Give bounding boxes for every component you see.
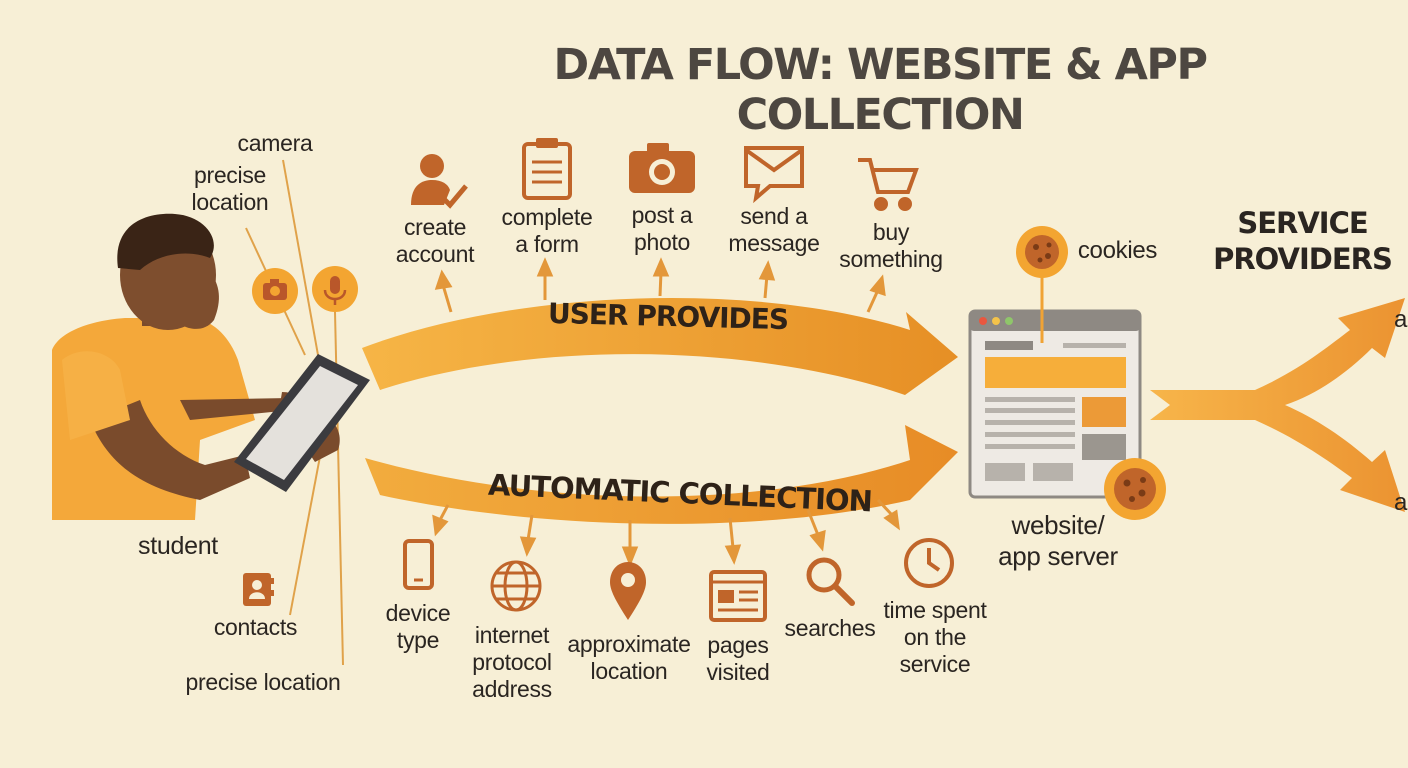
microphone-permission-badge — [312, 266, 358, 312]
branch-label-bottom: a — [1394, 489, 1408, 516]
branch-label-top: a — [1394, 306, 1408, 333]
clock-icon — [904, 538, 954, 588]
cookie-badge-top — [1016, 226, 1068, 278]
searches-label: searches — [784, 615, 876, 641]
smartphone-icon — [403, 539, 434, 590]
browser-page-icon — [709, 570, 767, 622]
cookies-label: cookies — [1077, 237, 1158, 264]
send-message-label: send a message — [728, 203, 820, 256]
pages-visited-label: pages visited — [706, 632, 770, 685]
device-type-label: device type — [385, 600, 451, 653]
cookie-badge-bottom — [1104, 458, 1166, 520]
clipboard-form-icon — [522, 138, 572, 200]
user-provides-arrow — [362, 298, 958, 395]
automatic-item-arrows — [432, 498, 900, 568]
precise-location-permission-label: precise location — [191, 162, 269, 215]
complete-form-label: complete a form — [501, 204, 593, 257]
contacts-permission-label: contacts — [213, 614, 298, 640]
diagram-title: DATA FLOW: WEBSITE & APP COLLECTION — [553, 40, 1208, 140]
student-figure — [52, 213, 340, 520]
service-providers-label: SERVICE PROVIDERS — [1213, 206, 1393, 276]
service-providers-fork-arrow — [1150, 298, 1405, 512]
map-pin-icon — [610, 562, 646, 620]
tablet-device — [234, 354, 370, 492]
time-spent-label: time spent on the service — [883, 597, 987, 677]
camera-photo-icon — [629, 143, 695, 193]
camera-permission-badge — [252, 268, 298, 314]
user-provides-item-arrows — [434, 257, 886, 313]
globe-icon — [490, 560, 542, 612]
create-account-icon — [411, 154, 468, 209]
approximate-location-label: approximate location — [567, 631, 691, 684]
buy-something-label: buy something — [839, 219, 943, 272]
post-photo-label: post a photo — [631, 202, 693, 255]
server-browser-window — [968, 309, 1142, 499]
user-provides-label: USER PROVIDES — [547, 296, 789, 337]
shopping-cart-icon — [858, 158, 919, 211]
ip-address-label: internet protocol address — [472, 622, 552, 702]
student-label: student — [138, 532, 218, 560]
magnifier-icon — [806, 557, 855, 606]
precise-location-bottom-label: precise location — [185, 669, 341, 695]
automatic-collection-arrow — [365, 425, 958, 524]
create-account-label: create account — [395, 214, 475, 267]
camera-permission-label: camera — [237, 130, 313, 156]
server-label: website/ app server — [998, 510, 1118, 571]
envelope-message-icon — [744, 146, 804, 204]
contacts-permission-icon — [243, 573, 274, 606]
